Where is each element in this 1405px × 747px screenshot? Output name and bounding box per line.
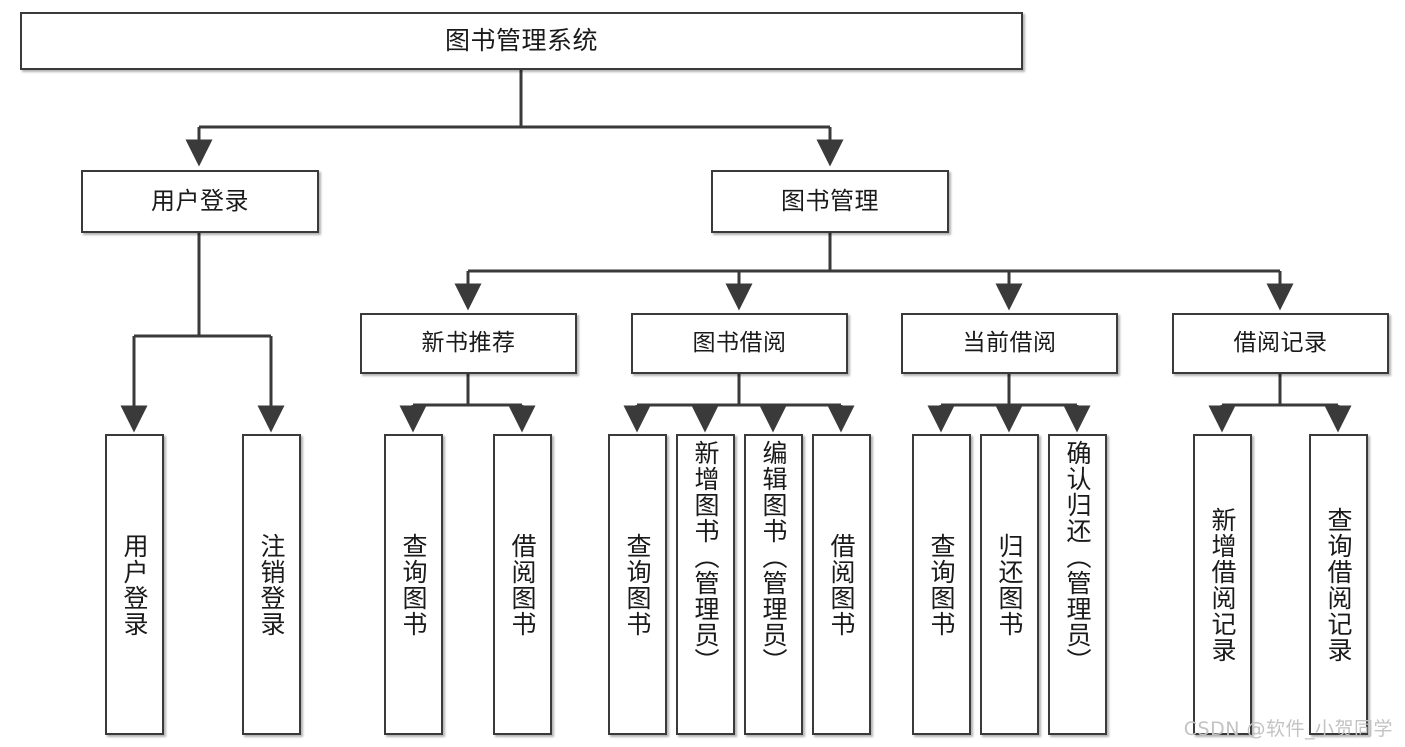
node-leaf-query-borrow-record-label: 查询借阅记录 [1324,506,1353,663]
node-leaf-edit-book-admin[interactable]: 编辑图书（管理员） [744,434,803,735]
node-new-book-recommend-label: 新书推荐 [421,329,516,356]
node-leaf-edit-book-admin-label: 编辑图书（管理员） [759,440,788,674]
node-leaf-borrow-book-1-label: 借阅图书 [508,532,537,637]
node-leaf-query-book-2-label: 查询图书 [623,532,652,637]
node-borrow-record[interactable]: 借阅记录 [1172,313,1389,374]
node-leaf-logout-login[interactable]: 注销登录 [242,434,301,735]
node-leaf-query-book-3-label: 查询图书 [927,532,956,637]
node-leaf-confirm-return-admin-label: 确认归还（管理员） [1063,440,1092,674]
node-current-borrow-label: 当前借阅 [962,329,1057,356]
node-leaf-logout-login-label: 注销登录 [257,532,286,637]
node-leaf-user-login-label: 用户登录 [120,532,149,637]
node-leaf-confirm-return-admin[interactable]: 确认归还（管理员） [1048,434,1107,735]
node-leaf-borrow-book-2[interactable]: 借阅图书 [812,434,871,735]
node-leaf-return-book[interactable]: 归还图书 [980,434,1039,735]
node-leaf-query-book-1-label: 查询图书 [399,532,428,637]
node-leaf-borrow-book-2-label: 借阅图书 [827,532,856,637]
node-book-management[interactable]: 图书管理 [711,170,949,233]
node-leaf-query-book-1[interactable]: 查询图书 [384,434,443,735]
node-new-book-recommend[interactable]: 新书推荐 [360,313,577,374]
node-root-label: 图书管理系统 [444,26,598,55]
node-leaf-return-book-label: 归还图书 [995,532,1024,637]
node-leaf-query-borrow-record[interactable]: 查询借阅记录 [1309,434,1368,735]
node-book-management-label: 图书管理 [781,187,879,216]
node-leaf-add-borrow-record-label: 新增借阅记录 [1208,506,1237,663]
node-leaf-query-book-3[interactable]: 查询图书 [912,434,971,735]
node-leaf-borrow-book-1[interactable]: 借阅图书 [493,434,552,735]
node-leaf-user-login[interactable]: 用户登录 [105,434,164,735]
node-borrow-record-label: 借阅记录 [1233,329,1328,356]
node-user-login-label: 用户登录 [151,187,249,216]
node-root[interactable]: 图书管理系统 [20,12,1023,70]
node-book-borrow-label: 图书借阅 [692,329,787,356]
node-user-login[interactable]: 用户登录 [81,170,319,233]
node-leaf-add-borrow-record[interactable]: 新增借阅记录 [1193,434,1252,735]
node-leaf-query-book-2[interactable]: 查询图书 [608,434,667,735]
node-book-borrow[interactable]: 图书借阅 [631,313,848,374]
node-leaf-add-book-admin-label: 新增图书（管理员） [691,440,720,674]
node-leaf-add-book-admin[interactable]: 新增图书（管理员） [676,434,735,735]
node-current-borrow[interactable]: 当前借阅 [901,313,1118,374]
